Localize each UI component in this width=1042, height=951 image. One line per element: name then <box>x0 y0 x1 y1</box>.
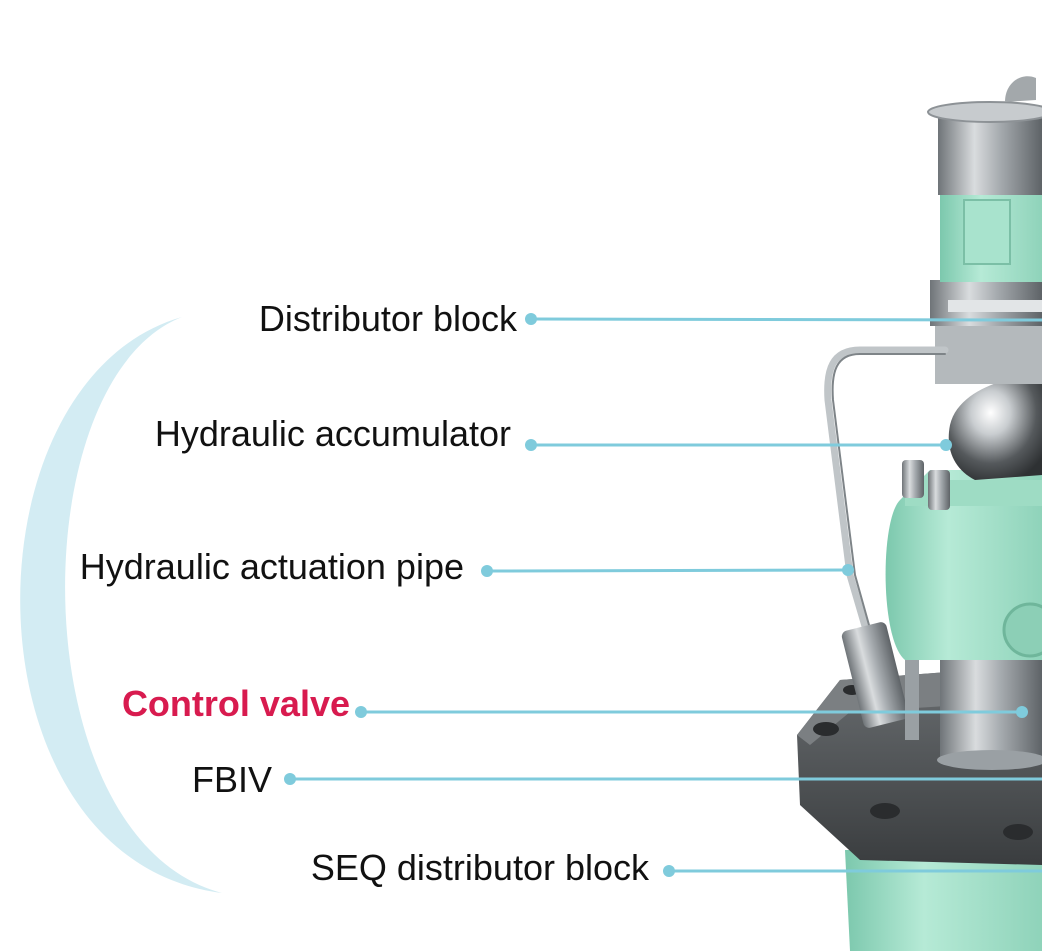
leader-dots <box>284 313 1028 877</box>
valve-body <box>885 470 1042 660</box>
control-valve-rod <box>905 660 919 740</box>
label-fbiv: FBIV <box>191 759 272 800</box>
upper-green-block <box>963 199 1011 265</box>
leader-end-dot <box>1016 706 1028 718</box>
lower-cylinder-rim <box>937 750 1042 770</box>
distributor-plate <box>948 300 1042 312</box>
leader-line-distributor-block <box>529 317 1042 322</box>
actuation-pipe <box>824 346 949 654</box>
bottom-body <box>845 850 1042 951</box>
label-distributor-block: Distributor block <box>258 298 517 339</box>
stud <box>902 460 924 498</box>
bolt-hole <box>813 722 839 736</box>
leader-dot <box>284 773 296 785</box>
actuation-pipe-shadow <box>831 353 946 651</box>
top-cylinder <box>938 115 1042 195</box>
leader-lines <box>288 317 1042 873</box>
accumulator-dome <box>948 376 1042 480</box>
leader-line-hydraulic-actuation-pipe <box>485 568 850 573</box>
leader-dot <box>481 565 493 577</box>
bracket-arc <box>20 317 222 893</box>
leader-dot <box>525 313 537 325</box>
label-control-valve: Control valve <box>121 683 350 724</box>
leader-dot <box>663 865 675 877</box>
label-hydraulic-accumulator: Hydraulic accumulator <box>154 413 511 454</box>
control-valve-assembly <box>841 622 909 728</box>
side-port <box>1002 602 1042 658</box>
machine-illustration <box>797 76 1042 951</box>
top-handle <box>1005 76 1036 102</box>
label-seq-distributor-block: SEQ distributor block <box>310 847 649 888</box>
leader-end-dot <box>940 439 952 451</box>
bolt-hole <box>1003 824 1033 840</box>
leader-dot <box>525 439 537 451</box>
label-hydraulic-actuation-pipe: Hydraulic actuation pipe <box>79 546 464 587</box>
valve-body-flange <box>905 480 1042 506</box>
distributor-stack-lower <box>935 326 1042 384</box>
bolt-hole <box>870 803 900 819</box>
stud <box>928 470 950 510</box>
leader-dot <box>355 706 367 718</box>
leader-end-dot <box>842 564 854 576</box>
top-cap <box>927 101 1042 123</box>
